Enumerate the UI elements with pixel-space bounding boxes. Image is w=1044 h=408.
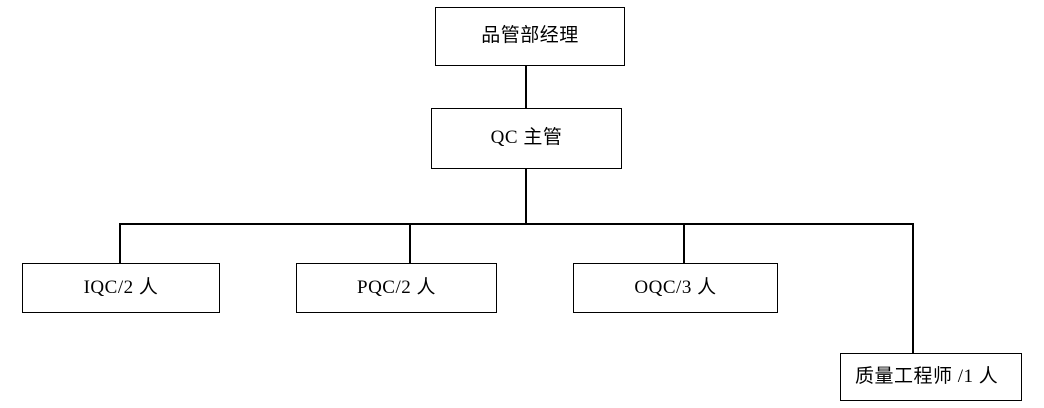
connector-drop-iqc	[119, 223, 121, 263]
org-node-manager[interactable]: 品管部经理	[435, 7, 625, 66]
org-node-qc-supervisor[interactable]: QC 主管	[431, 108, 622, 169]
org-node-iqc[interactable]: IQC/2 人	[22, 263, 220, 313]
connector-manager-to-qc-supervisor	[525, 66, 527, 108]
connector-qc-supervisor-stem	[525, 169, 527, 224]
org-node-pqc[interactable]: PQC/2 人	[296, 263, 497, 313]
connector-drop-oqc	[683, 223, 685, 263]
connector-drop-quality-engineer	[912, 223, 914, 353]
connector-horizontal-bus	[119, 223, 914, 225]
org-node-oqc[interactable]: OQC/3 人	[573, 263, 778, 313]
connector-drop-pqc	[409, 223, 411, 263]
org-node-quality-engineer[interactable]: 质量工程师 /1 人	[840, 353, 1022, 401]
